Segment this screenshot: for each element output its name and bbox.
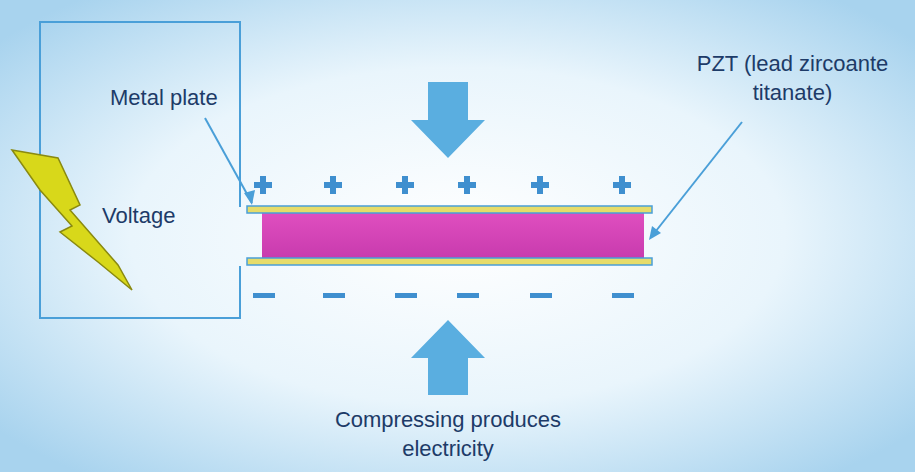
minus-sign	[530, 293, 552, 298]
plus-sign	[458, 182, 476, 188]
compression-arrow	[411, 82, 485, 158]
minus-sign	[253, 293, 275, 298]
part-label: PZT (lead zircoante titanate)	[680, 50, 905, 107]
plus-sign	[396, 182, 414, 188]
leader-arrowhead	[244, 190, 255, 205]
leader-arrowhead	[649, 226, 661, 240]
minus-sign	[612, 293, 634, 298]
charge-signs	[253, 176, 634, 298]
minus-sign	[457, 293, 479, 298]
compression-arrow	[411, 320, 485, 395]
part-label: Metal plate	[110, 84, 260, 113]
pzt-layer	[262, 212, 644, 260]
plus-sign	[324, 182, 342, 188]
minus-sign	[323, 293, 345, 298]
plus-sign	[613, 182, 631, 188]
plus-sign	[531, 182, 549, 188]
plus-sign	[254, 182, 272, 188]
wire	[40, 22, 240, 318]
voltage-label: Voltage	[102, 202, 222, 231]
minus-sign	[395, 293, 417, 298]
leader-line	[652, 122, 742, 236]
leader-line	[205, 118, 252, 203]
metal-plate	[247, 258, 652, 265]
caption-note: Compressing produces electricity	[318, 406, 578, 463]
metal-plate	[247, 206, 652, 213]
